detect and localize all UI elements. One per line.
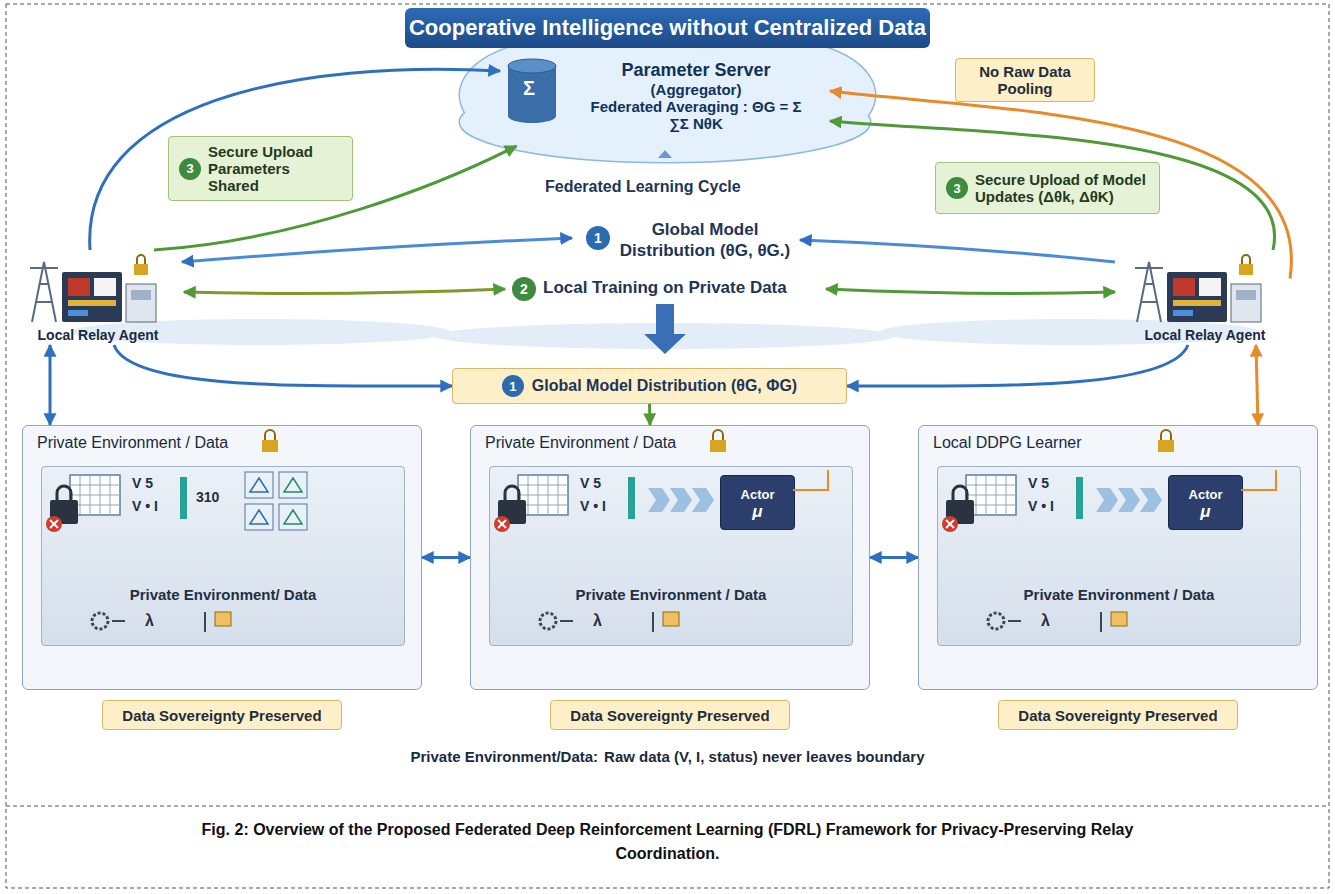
connector-arrow	[830, 121, 1275, 250]
connector-arrow	[870, 556, 918, 559]
sum-symbol: Σ	[523, 77, 535, 100]
database-icon	[508, 59, 556, 123]
connector-arrow	[648, 404, 652, 425]
step-number: 1	[586, 226, 610, 250]
relay-agent: Local Relay Agent	[1120, 250, 1290, 345]
connector-arrow	[830, 91, 1291, 279]
node-text: Data Sovereignty Preserved	[1018, 707, 1217, 724]
connector-arrow	[847, 345, 1188, 386]
node-text: Secure Upload Parameters Shared	[208, 143, 342, 194]
signal-label: V 5	[132, 475, 153, 491]
step-box: 3 Secure Upload of Model Updates (Δθk, Δθ…	[935, 162, 1160, 214]
frame	[6, 4, 1329, 888]
actor-box: Actorμ	[720, 475, 795, 530]
flow-label: Global Model Distribution (θG, θG.)	[615, 219, 795, 261]
node-text: Private Environment / Data	[485, 434, 855, 452]
step-number: 2	[512, 277, 536, 301]
step-number: 1	[502, 375, 524, 397]
node-text: (Aggregator)	[651, 81, 742, 98]
signal-label: V 5	[1028, 475, 1049, 491]
private-data-box: Private Environment / Data Actorμ	[489, 466, 853, 646]
title-text: Cooperative Intelligence without Central…	[409, 15, 926, 41]
node-text: Private Environment / Data	[37, 434, 407, 452]
relay-illustration	[1135, 255, 1261, 322]
private-data-box: Private Environment / Data Actorμ	[937, 466, 1301, 646]
node-text: Private Environment / Data	[1024, 586, 1215, 603]
node-text: Data Sovereignty Preserved	[570, 707, 769, 724]
environment-panel: Private Environment / DataPrivate Enviro…	[470, 425, 870, 690]
flow-label: Local Training on Private Data	[543, 278, 787, 298]
caption-text: Fig. 2: Overview of the Proposed Federat…	[202, 821, 1134, 862]
title-banner: Cooperative Intelligence without Central…	[405, 8, 930, 48]
status-box: Data Sovereignty Preserved	[998, 700, 1238, 730]
connector-arrow	[90, 69, 500, 250]
node-text: No Raw Data Pooling	[964, 63, 1086, 97]
node-text: μ	[1200, 503, 1210, 520]
private-data-box: Private Environment/ Data	[41, 466, 405, 646]
environment-panel: Local DDPG LearnerPrivate Environment / …	[918, 425, 1318, 690]
environment-panel: Private Environment / DataPrivate Enviro…	[22, 425, 422, 690]
node-text: Actor	[741, 486, 775, 503]
node-text: Local DDPG Learner	[933, 434, 1303, 452]
boundary-note: Private Environment/Data: Raw data (V, I,…	[0, 748, 1335, 765]
step-box: 3 Secure Upload Parameters Shared	[168, 136, 353, 201]
symbol-label: λ	[145, 612, 154, 630]
server-cloud: Parameter Server(Aggregator)Federated Av…	[500, 46, 830, 146]
step-box: 1 Global Model Distribution (θG, ΦG)	[452, 368, 847, 404]
connector-arrow	[49, 345, 52, 425]
node-text: Secure Upload of Model Updates (Δθk, ΔθK…	[975, 171, 1149, 205]
cycle-label: Federated Learning Cycle	[545, 178, 741, 196]
relay-illustration	[30, 255, 156, 322]
relay-agent: Local Relay Agent	[18, 250, 178, 345]
down-arrow	[644, 304, 686, 354]
node-text: Actor	[1189, 486, 1223, 503]
node-text: ∑Σ NθK	[669, 115, 723, 132]
symbol-label: λ	[1041, 612, 1050, 630]
note-text: Private Environment/Data:	[411, 748, 599, 765]
node-text: Private Environment/ Data	[130, 586, 317, 603]
connector-arrow	[114, 345, 452, 386]
node-text: Parameter Server	[621, 60, 770, 81]
node-text: Federated Averaging : ΘG = Σ	[591, 98, 802, 115]
signal-label: V • I	[132, 498, 158, 514]
signal-label: V • I	[580, 498, 606, 514]
note-text: Raw data (V, I, status) never leaves bou…	[604, 748, 924, 765]
node-text: Local Relay Agent	[38, 327, 159, 343]
node-text: Local Relay Agent	[1145, 327, 1266, 343]
step-number: 3	[946, 177, 968, 199]
signal-label: V 5	[580, 475, 601, 491]
connector-arrow	[1256, 345, 1258, 425]
note-box: No Raw Data Pooling	[955, 58, 1095, 102]
status-box: Data Sovereignty Preserved	[102, 700, 342, 730]
step-number: 3	[179, 158, 201, 180]
connector-arrow	[422, 556, 470, 559]
node-text: Private Environment / Data	[576, 586, 767, 603]
caption-divider	[6, 806, 1329, 807]
actor-box: Actorμ	[1168, 475, 1243, 530]
signal-label: V • I	[1028, 498, 1054, 514]
symbol-label: λ	[593, 612, 602, 630]
node-text: Global Model Distribution (θG, ΦG)	[532, 377, 797, 395]
pointer	[658, 150, 672, 158]
node-text: Data Sovereignty Preserved	[122, 707, 321, 724]
figure-caption: Fig. 2: Overview of the Proposed Federat…	[150, 818, 1185, 866]
node-text: μ	[752, 503, 762, 520]
value-label: 310	[196, 489, 219, 505]
status-box: Data Sovereignty Preserved	[550, 700, 790, 730]
